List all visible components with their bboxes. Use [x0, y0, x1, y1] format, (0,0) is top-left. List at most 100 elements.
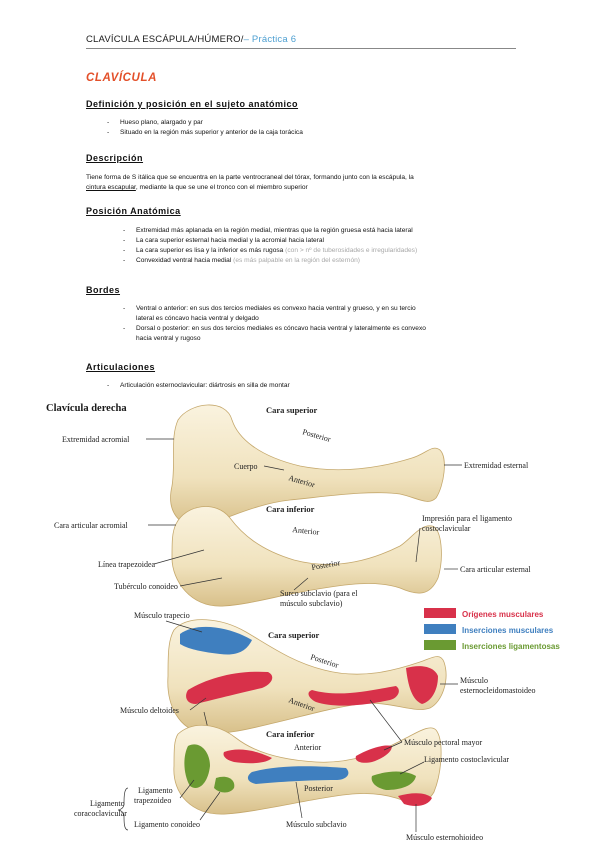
brace	[117, 787, 129, 831]
costoclavicular-ligament	[371, 771, 416, 790]
leader-line	[199, 791, 221, 821]
item-line-2: lateral es cóncavo hacia ventral y delga…	[136, 315, 259, 322]
header-title: CLAVÍCULA ESCÁPULA/HÚMERO/	[86, 34, 244, 45]
item-text: La cara superior es lisa y la inferior e…	[136, 247, 284, 254]
subclavius-insertion	[247, 766, 349, 784]
section-title: CLAVÍCULA	[86, 72, 157, 84]
item-line-2: hacia ventral y rugoso	[136, 335, 201, 342]
leader-line	[179, 577, 223, 587]
label-musculo-trapecio: Músculo trapecio	[134, 611, 190, 620]
leader-line	[383, 741, 403, 751]
leader-line	[165, 620, 203, 633]
leader-line	[369, 699, 403, 743]
list-item: Ventral o anterior: en sus dos tercios m…	[123, 304, 426, 324]
label-extremidad-esternal: Extremidad esternal	[464, 461, 529, 470]
view-4-sub-2: Posterior	[304, 784, 333, 793]
clavicle-figure: Clavícula derecha Cara superior Posterio…	[40, 400, 560, 848]
label-impresion-line-2: costoclavicular	[422, 524, 471, 533]
item-text: La cara superior esternal hacia medial y…	[136, 237, 325, 244]
bone-inferior-view	[171, 506, 442, 607]
leader-line	[263, 465, 285, 471]
descripcion-text-a: Tiene forma de S itálica que se encuentr…	[86, 174, 414, 181]
label-musculo-deltoides: Músculo deltoides	[120, 706, 179, 715]
definicion-heading: Definición y posición en el sujeto anató…	[86, 99, 299, 109]
view-4-label: Cara inferior	[266, 729, 315, 739]
bone-inferior-attachments	[173, 724, 442, 815]
label-surco-line-2: músculo subclavio)	[280, 599, 343, 608]
bone-superior-attachments	[167, 619, 447, 734]
legend-label-ligaments: Inserciones ligamentosas	[462, 642, 560, 651]
label-pectoral-mayor: Músculo pectoral mayor	[404, 738, 483, 747]
list-item: Hueso plano, alargado y par	[107, 118, 303, 128]
leader-line	[189, 697, 207, 711]
list-item: Convexidad ventral hacia medial (es más …	[123, 256, 417, 266]
clavicle-illustration: Clavícula derecha Cara superior Posterio…	[46, 403, 560, 842]
legend-swatch-insertions	[424, 624, 456, 634]
bordes-list: Ventral o anterior: en sus dos tercios m…	[123, 304, 426, 344]
item-text: Extremidad más aplanada en la región med…	[136, 227, 413, 234]
label-lig-costoclavicular: Ligamento costoclavicular	[424, 755, 509, 764]
sternohyoid-origin	[398, 793, 432, 806]
conoid-ligament	[214, 776, 235, 793]
label-lig-coracoclavicular-line-1: Ligamento	[90, 799, 125, 808]
label-lig-trapezoideo-line-2: trapezoideo	[134, 796, 171, 805]
view-4-sub-1: Anterior	[294, 743, 321, 752]
label-surco-line-1: Surco subclavio (para el	[280, 589, 358, 598]
list-item: La cara superior esternal hacia medial y…	[123, 236, 417, 246]
definicion-list: Hueso plano, alargado y par Situado en l…	[107, 118, 303, 138]
list-item: Extremidad más aplanada en la región med…	[123, 226, 417, 236]
leader-line	[295, 781, 303, 819]
posicion-heading: Posición Anatómica	[86, 206, 181, 216]
legend-swatch-ligaments	[424, 640, 456, 650]
label-cara-articular-esternal: Cara articular esternal	[460, 565, 531, 574]
pectoral-origin-superior	[308, 686, 399, 706]
label-linea-trapezoidea: Línea trapezoidea	[98, 560, 156, 569]
label-cuerpo: Cuerpo	[234, 462, 258, 471]
figure-title: Clavícula derecha	[46, 403, 127, 414]
list-item: La cara superior es lisa y la inferior e…	[123, 246, 418, 256]
articulaciones-list: Articulación esternoclavicular: diártros…	[107, 381, 290, 391]
list-item: Dorsal o posterior: en sus dos tercios m…	[123, 324, 426, 344]
view-2-sub-1: Anterior	[292, 525, 320, 537]
trapezius-insertion	[180, 626, 252, 655]
legend-label-insertions: Inserciones musculares	[462, 626, 554, 635]
item-line-1: Dorsal o posterior: en sus dos tercios m…	[136, 325, 426, 332]
posicion-list: Extremidad más aplanada en la región med…	[123, 226, 418, 266]
legend-label-origins: Orígenes musculares	[462, 610, 544, 619]
label-extremidad-acromial: Extremidad acromial	[62, 435, 130, 444]
deltoid-origin	[186, 671, 273, 704]
legend-swatch-origins	[424, 608, 456, 618]
item-note: (es más palpable en la región del estern…	[233, 257, 360, 264]
articulaciones-heading: Articulaciones	[86, 362, 156, 372]
list-item: Articulación esternoclavicular: diártros…	[107, 381, 290, 391]
view-1-label: Cara superior	[266, 405, 317, 415]
label-impresion-line-1: Impresión para el ligamento	[422, 514, 512, 523]
descripcion-heading: Descripción	[86, 153, 144, 163]
leader-line	[415, 527, 421, 563]
descripcion-text-underlined: cintura escapular	[86, 184, 136, 191]
item-text: Convexidad ventral hacia medial	[136, 257, 232, 264]
view-2-label: Cara inferior	[266, 504, 315, 514]
label-lig-conoideo: Ligamento conoideo	[134, 820, 200, 829]
descripcion-text-b: , mediante la que se une el tronco con e…	[135, 184, 308, 191]
scm-origin	[406, 666, 438, 704]
label-cara-articular-acromial: Cara articular acromial	[54, 521, 129, 530]
label-tuberculo-conoideo: Tubérculo conoideo	[114, 582, 178, 591]
label-musculo-esternohioideo: Músculo esternohioideo	[406, 833, 483, 842]
deltoid-origin-inferior	[223, 749, 272, 764]
trapezoid-ligament	[184, 744, 210, 788]
item-line-1: Ventral o anterior: en sus dos tercios m…	[136, 305, 416, 312]
page-header: CLAVÍCULA ESCÁPULA/HÚMERO/– Práctica 6	[86, 34, 516, 49]
header-suffix: – Práctica 6	[243, 34, 297, 45]
item-note: (con > nº de tuberosidades e irregularid…	[285, 247, 418, 254]
label-scm-line-1: Músculo	[460, 676, 488, 685]
leader-line	[399, 761, 425, 775]
label-scm-line-2: esternocleidomastoideo	[460, 686, 536, 695]
descripcion-text: Tiene forma de S itálica que se encuentr…	[86, 173, 518, 193]
label-lig-coracoclavicular-line-2: coracoclavicular	[74, 809, 127, 818]
view-1-sub-1: Posterior	[301, 427, 332, 444]
leader-line	[153, 549, 205, 565]
label-lig-trapezoideo-line-1: Ligamento	[138, 786, 173, 795]
label-musculo-subclavio: Músculo subclavio	[286, 820, 347, 829]
bordes-heading: Bordes	[86, 285, 121, 295]
